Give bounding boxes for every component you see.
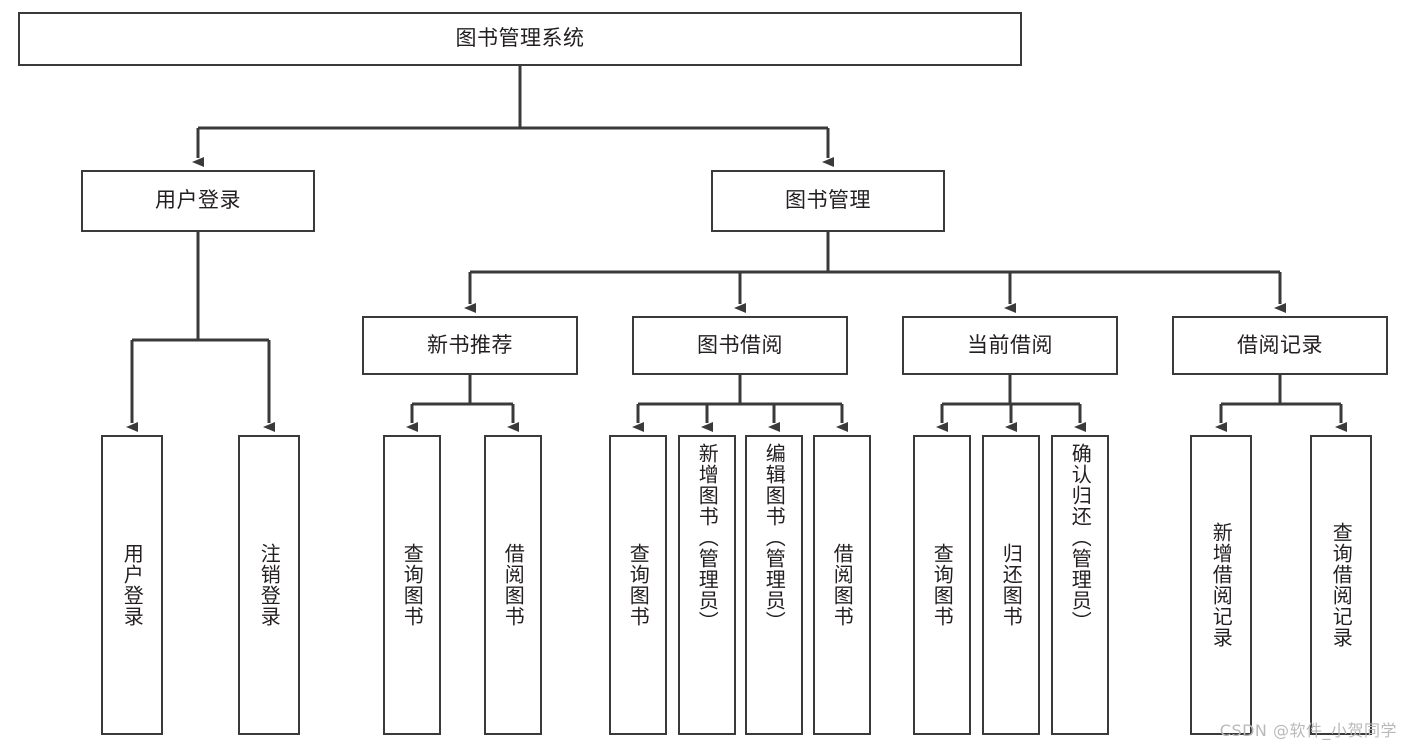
leaf-node-label: 编辑图书（管理员） — [762, 443, 787, 632]
leaf-node[interactable]: 查询借阅记录 — [1310, 435, 1372, 735]
node-root-label: 图书管理系统 — [455, 26, 585, 51]
leaf-node[interactable]: 用户登录 — [101, 435, 163, 735]
leaf-node[interactable]: 注销登录 — [238, 435, 300, 735]
leaf-node[interactable]: 确认归还（管理员） — [1051, 435, 1109, 735]
leaf-node-label: 确认归还（管理员） — [1068, 443, 1093, 632]
leaf-node-label: 查询借阅记录 — [1329, 522, 1354, 648]
node-book-management[interactable]: 图书管理 — [711, 170, 945, 232]
node-borrow-record-label: 借阅记录 — [1237, 332, 1323, 357]
leaf-node[interactable]: 新增借阅记录 — [1190, 435, 1252, 735]
node-book-borrow-label: 图书借阅 — [697, 332, 783, 357]
leaf-node-label: 归还图书 — [999, 543, 1024, 627]
leaf-node[interactable]: 借阅图书 — [813, 435, 871, 735]
leaf-node[interactable]: 查询图书 — [913, 435, 971, 735]
node-current-borrow[interactable]: 当前借阅 — [902, 316, 1118, 375]
leaf-node[interactable]: 查询图书 — [383, 435, 441, 735]
leaf-node-label: 借阅图书 — [830, 543, 855, 627]
leaf-node[interactable]: 归还图书 — [982, 435, 1040, 735]
leaf-node-label: 新增借阅记录 — [1209, 522, 1234, 648]
node-borrow-record[interactable]: 借阅记录 — [1172, 316, 1388, 375]
node-user-login-label: 用户登录 — [155, 188, 241, 213]
leaf-node[interactable]: 查询图书 — [609, 435, 667, 735]
leaf-node-label: 查询图书 — [400, 543, 425, 627]
leaf-node[interactable]: 新增图书（管理员） — [678, 435, 736, 735]
watermark: CSDN @软件_小贺同学 — [1219, 721, 1397, 740]
node-current-borrow-label: 当前借阅 — [967, 332, 1053, 357]
node-new-book-recommend-label: 新书推荐 — [427, 332, 513, 357]
leaf-node-label: 新增图书（管理员） — [695, 443, 720, 632]
node-new-book-recommend[interactable]: 新书推荐 — [362, 316, 578, 375]
node-root-system[interactable]: 图书管理系统 — [18, 12, 1022, 66]
leaf-node-label: 查询图书 — [626, 543, 651, 627]
node-user-login[interactable]: 用户登录 — [81, 170, 315, 232]
leaf-node-label: 借阅图书 — [501, 543, 526, 627]
leaf-node-label: 注销登录 — [257, 543, 282, 627]
leaf-node-label: 查询图书 — [930, 543, 955, 627]
leaf-node[interactable]: 编辑图书（管理员） — [745, 435, 803, 735]
node-book-management-label: 图书管理 — [785, 188, 871, 213]
leaf-node[interactable]: 借阅图书 — [484, 435, 542, 735]
node-book-borrow[interactable]: 图书借阅 — [632, 316, 848, 375]
leaf-node-label: 用户登录 — [120, 543, 145, 627]
